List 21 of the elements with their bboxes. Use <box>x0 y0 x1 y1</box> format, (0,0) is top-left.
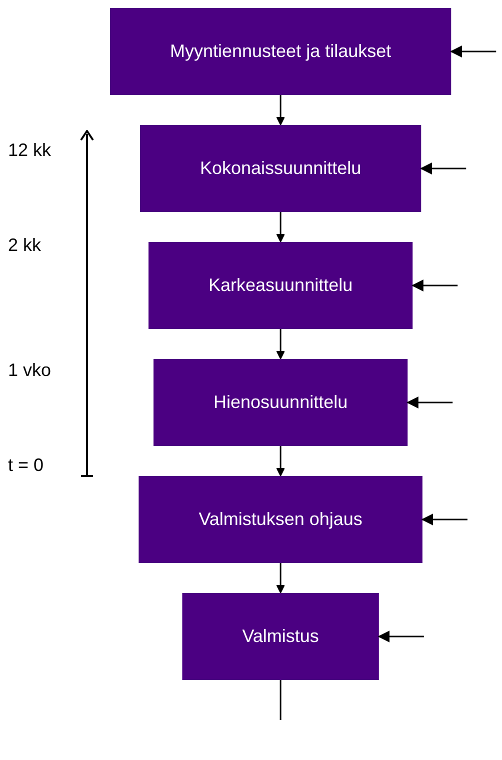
arrow <box>276 563 285 594</box>
arrow <box>378 630 424 642</box>
node-box: Valmistus <box>182 593 379 680</box>
arrow <box>276 329 285 360</box>
node-box: Karkeasuunnittelu <box>148 242 413 329</box>
time-label: t = 0 <box>8 455 44 476</box>
node-box: Kokonaissuunnittelu <box>140 125 422 212</box>
node-box: Valmistuksen ohjaus <box>138 476 422 563</box>
node-box: Myyntiennusteet ja tilaukset <box>110 8 452 95</box>
arrow <box>411 280 458 292</box>
arrow <box>406 396 453 408</box>
time-label: 2 kk <box>8 235 42 256</box>
arrow <box>276 212 285 242</box>
arrow <box>450 46 496 58</box>
arrow <box>421 514 468 526</box>
arrow <box>276 95 285 126</box>
arrow <box>276 446 285 476</box>
arrow <box>420 162 466 174</box>
time-label: 12 kk <box>8 140 52 161</box>
node-box: Hienosuunnittelu <box>153 359 408 446</box>
time-label: 1 vko <box>8 360 52 381</box>
